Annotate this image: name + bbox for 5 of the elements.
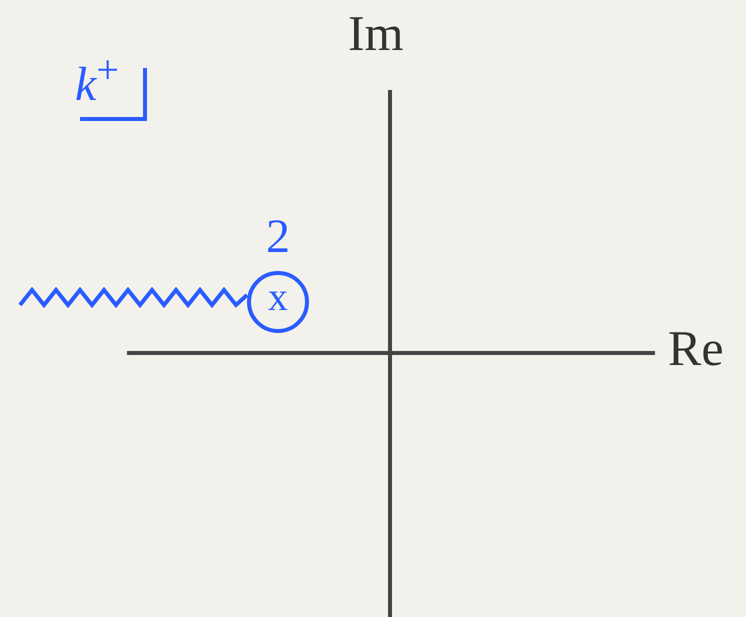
axis-label: Re	[668, 323, 724, 373]
axis-label: Im	[348, 8, 404, 58]
pole-order-label: 2	[266, 210, 290, 263]
pole-mark: x	[268, 274, 288, 319]
variable-label: k$^{+}$	[75, 50, 119, 109]
